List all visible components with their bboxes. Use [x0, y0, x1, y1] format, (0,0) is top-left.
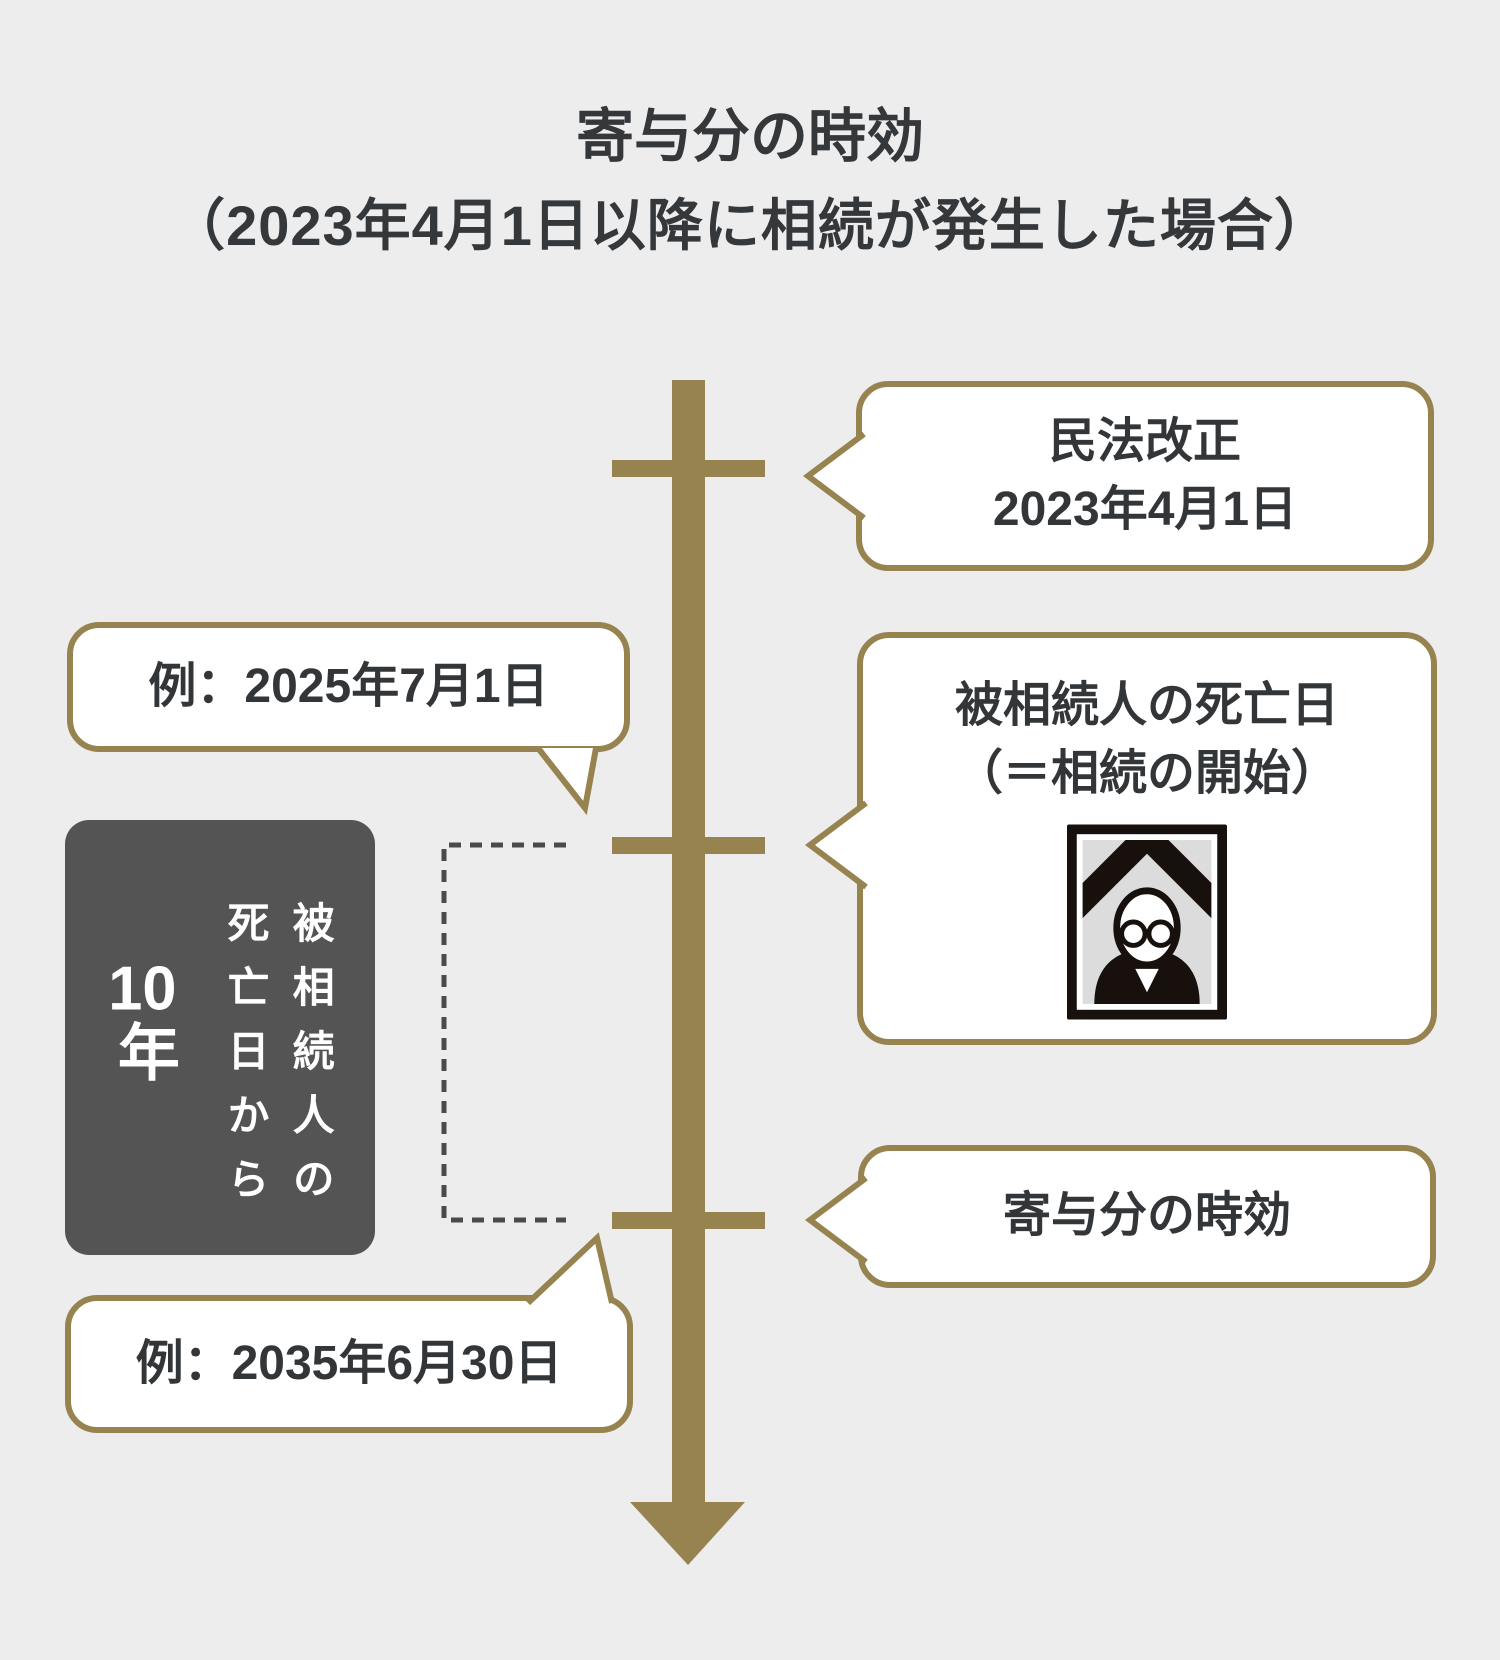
- speech-bubble-death-date: 被相続人の死亡日 （＝相続の開始）: [857, 632, 1437, 1045]
- timeline-bar: [672, 380, 705, 1505]
- timeline-tick-law-revision: [612, 460, 765, 477]
- example-end-label: 例：2035年6月30日: [135, 1336, 563, 1390]
- duration-years-number: 10: [108, 957, 177, 1020]
- memorial-portrait-icon: [1067, 824, 1227, 1020]
- title-line-2: （2023年4月1日以降に相続が発生した場合）: [169, 194, 1331, 257]
- portrait-collar: [1135, 969, 1159, 993]
- contribution-limit-label: 寄与分の時効: [1002, 1189, 1291, 1243]
- duration-phrase: 被相続人の 死亡日から: [213, 901, 343, 1221]
- death-date-label: 被相続人の死亡日: [954, 679, 1339, 732]
- title-line-1: 寄与分の時効: [575, 104, 924, 169]
- timeline-tick-limit: [612, 1212, 765, 1229]
- bubble-tail-example-end: [525, 1232, 615, 1306]
- mourning-ribbon-left: [1082, 840, 1161, 919]
- duration-phrase-line-2: 死亡日から: [222, 900, 269, 1221]
- duration-phrase-line-1: 被相続人の: [287, 900, 335, 1221]
- timeline-arrowhead: [630, 1502, 745, 1565]
- speech-bubble-contribution-limit: 寄与分の時効: [858, 1145, 1436, 1288]
- example-start-label: 例：2025年7月1日: [148, 659, 549, 713]
- duration-years-unit: 年: [107, 1019, 177, 1088]
- page-title: 寄与分の時効 （2023年4月1日以降に相続が発生した場合）: [0, 108, 1500, 254]
- law-revision-label: 民法改正: [1048, 414, 1241, 468]
- speech-bubble-law-revision: 民法改正 2023年4月1日: [856, 381, 1434, 571]
- mourning-ribbon-right: [1133, 840, 1212, 919]
- death-date-sublabel: （＝相続の開始）: [954, 747, 1339, 801]
- duration-box: 被相続人の 死亡日から 10年: [65, 820, 375, 1255]
- duration-years: 10年: [97, 958, 187, 1088]
- speech-bubble-example-end: 例：2035年6月30日: [65, 1295, 633, 1433]
- duration-bracket: [441, 842, 566, 1223]
- timeline-tick-death-date: [612, 837, 765, 854]
- law-revision-date: 2023年4月1日: [992, 483, 1298, 536]
- bubble-tail-example-start: [535, 746, 599, 816]
- speech-bubble-example-start: 例：2025年7月1日: [67, 622, 630, 752]
